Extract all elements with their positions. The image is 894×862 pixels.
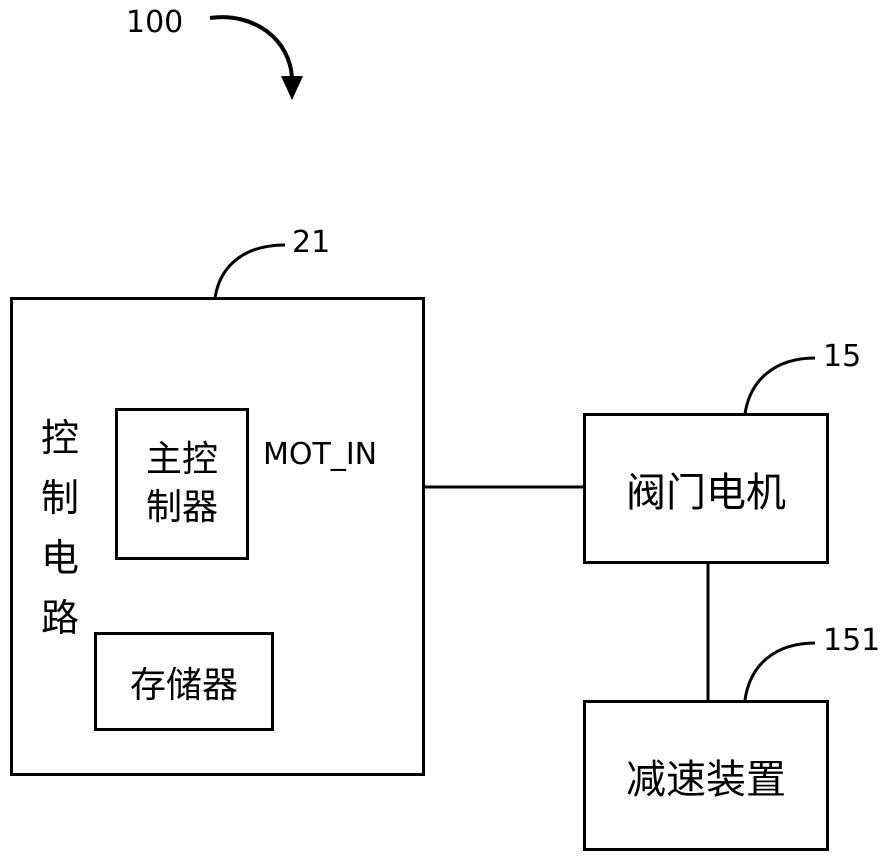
memory-box: 存储器 — [94, 632, 274, 731]
reducer-box: 减速装置 — [583, 700, 829, 851]
ref-label-15: 15 — [823, 342, 861, 372]
ref-label-21: 21 — [292, 228, 330, 258]
valve-motor-label: 阀门电机 — [626, 460, 786, 518]
signal-label-mot-in: MOT_IN — [263, 440, 377, 470]
leader-151 — [745, 643, 815, 700]
memory-label: 存储器 — [130, 656, 238, 708]
ref-100-arrowhead — [281, 76, 303, 100]
ref-label-151: 151 — [823, 626, 880, 656]
control-circuit-label: 控 制 电 路 — [38, 408, 82, 648]
main-controller-label: 主控 制器 — [146, 436, 218, 532]
ref-label-100: 100 — [126, 8, 183, 38]
valve-motor-box: 阀门电机 — [583, 413, 829, 564]
leader-21 — [215, 245, 285, 298]
main-controller-box: 主控 制器 — [115, 408, 249, 560]
leader-15 — [745, 358, 815, 414]
ref-100-arrow — [210, 17, 292, 78]
reducer-label: 减速装置 — [626, 747, 786, 805]
